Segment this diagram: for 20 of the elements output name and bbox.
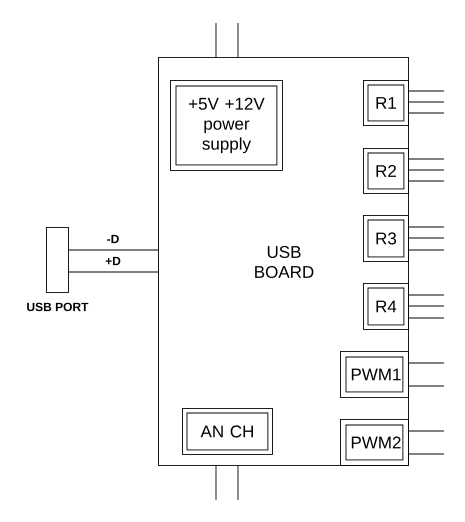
module-box: PWM2 — [340, 419, 409, 466]
pin-line — [408, 362, 444, 364]
edge-label: +D — [106, 256, 120, 266]
pin-line — [408, 158, 444, 160]
usb-port-box — [46, 227, 69, 293]
pin-line — [408, 294, 444, 296]
edge-label: -D — [107, 234, 119, 244]
module-box: AN CH — [182, 408, 273, 455]
module-box: R2 — [363, 148, 409, 194]
pin-line — [408, 112, 444, 114]
pin-line — [408, 226, 444, 228]
pin-line — [408, 180, 444, 182]
module-box: R4 — [363, 283, 409, 330]
module-box: R3 — [363, 215, 409, 262]
module-box: PWM1 — [340, 351, 409, 398]
module-box: +5V +12V power supply — [170, 80, 283, 171]
module-box: R1 — [363, 80, 409, 126]
pin-line — [408, 430, 444, 432]
port-label: USB PORT — [27, 302, 88, 312]
pin-line — [408, 90, 444, 92]
